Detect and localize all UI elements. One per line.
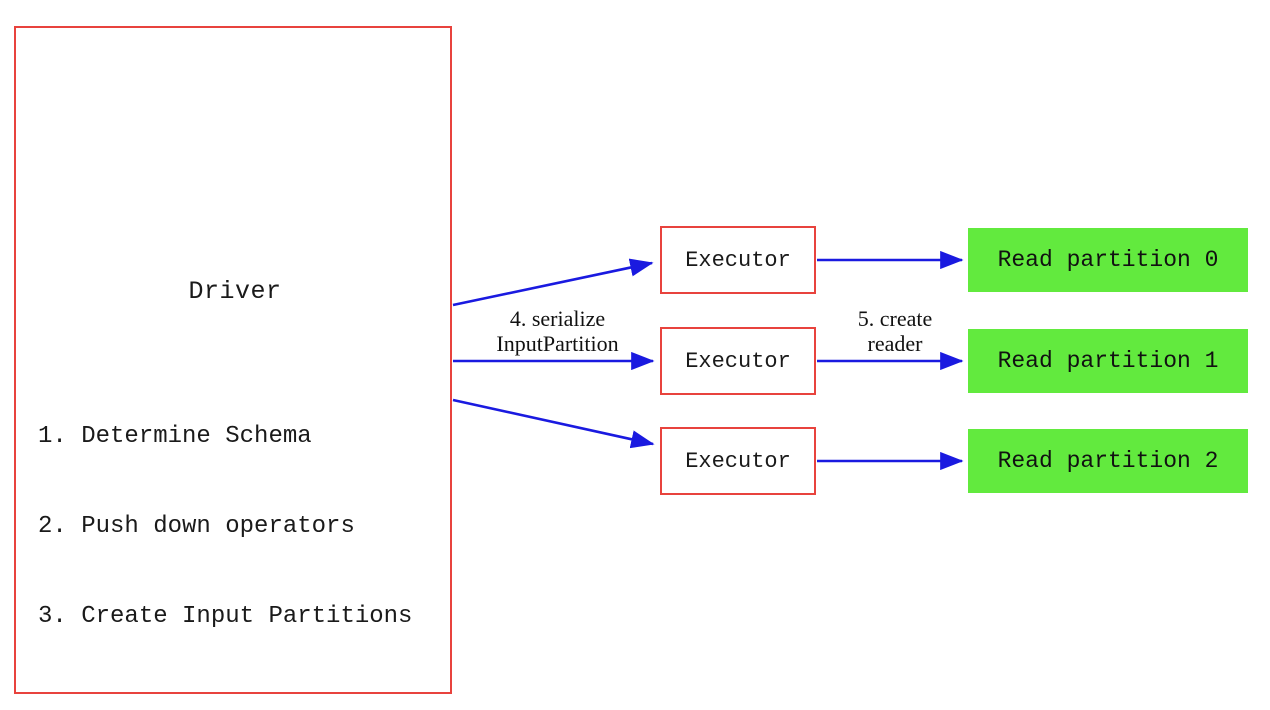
driver-step-1: 1. Determine Schema — [38, 423, 312, 450]
driver-steps-list: 1. Determine Schema 2. Push down operato… — [38, 362, 412, 692]
read-partition-box-0: Read partition 0 — [968, 228, 1248, 292]
executor-label: Executor — [685, 448, 791, 474]
read-partition-label: Read partition 2 — [997, 448, 1219, 474]
edge-label-create-reader: 5. create reader — [857, 306, 933, 356]
driver-step-2: 2. Push down operators — [38, 513, 355, 540]
executor-box-1: Executor — [660, 327, 816, 395]
executor-box-0: Executor — [660, 226, 816, 294]
read-partition-label: Read partition 1 — [997, 348, 1219, 374]
driver-title: Driver — [188, 277, 282, 306]
edge-label-serialize: 4. serialize InputPartition — [496, 306, 619, 356]
driver-box: Driver 1. Determine Schema 2. Push down … — [14, 26, 452, 694]
executor-label: Executor — [685, 348, 791, 374]
arrow-driver-to-executor-0 — [452, 258, 654, 307]
arrow-driver-to-executor-2 — [452, 398, 655, 449]
executor-label: Executor — [685, 247, 791, 273]
read-partition-box-2: Read partition 2 — [968, 429, 1248, 493]
driver-step-3: 3. Create Input Partitions — [38, 603, 413, 630]
read-partition-label: Read partition 0 — [997, 247, 1219, 273]
executor-box-2: Executor — [660, 427, 816, 495]
read-partition-box-1: Read partition 1 — [968, 329, 1248, 393]
